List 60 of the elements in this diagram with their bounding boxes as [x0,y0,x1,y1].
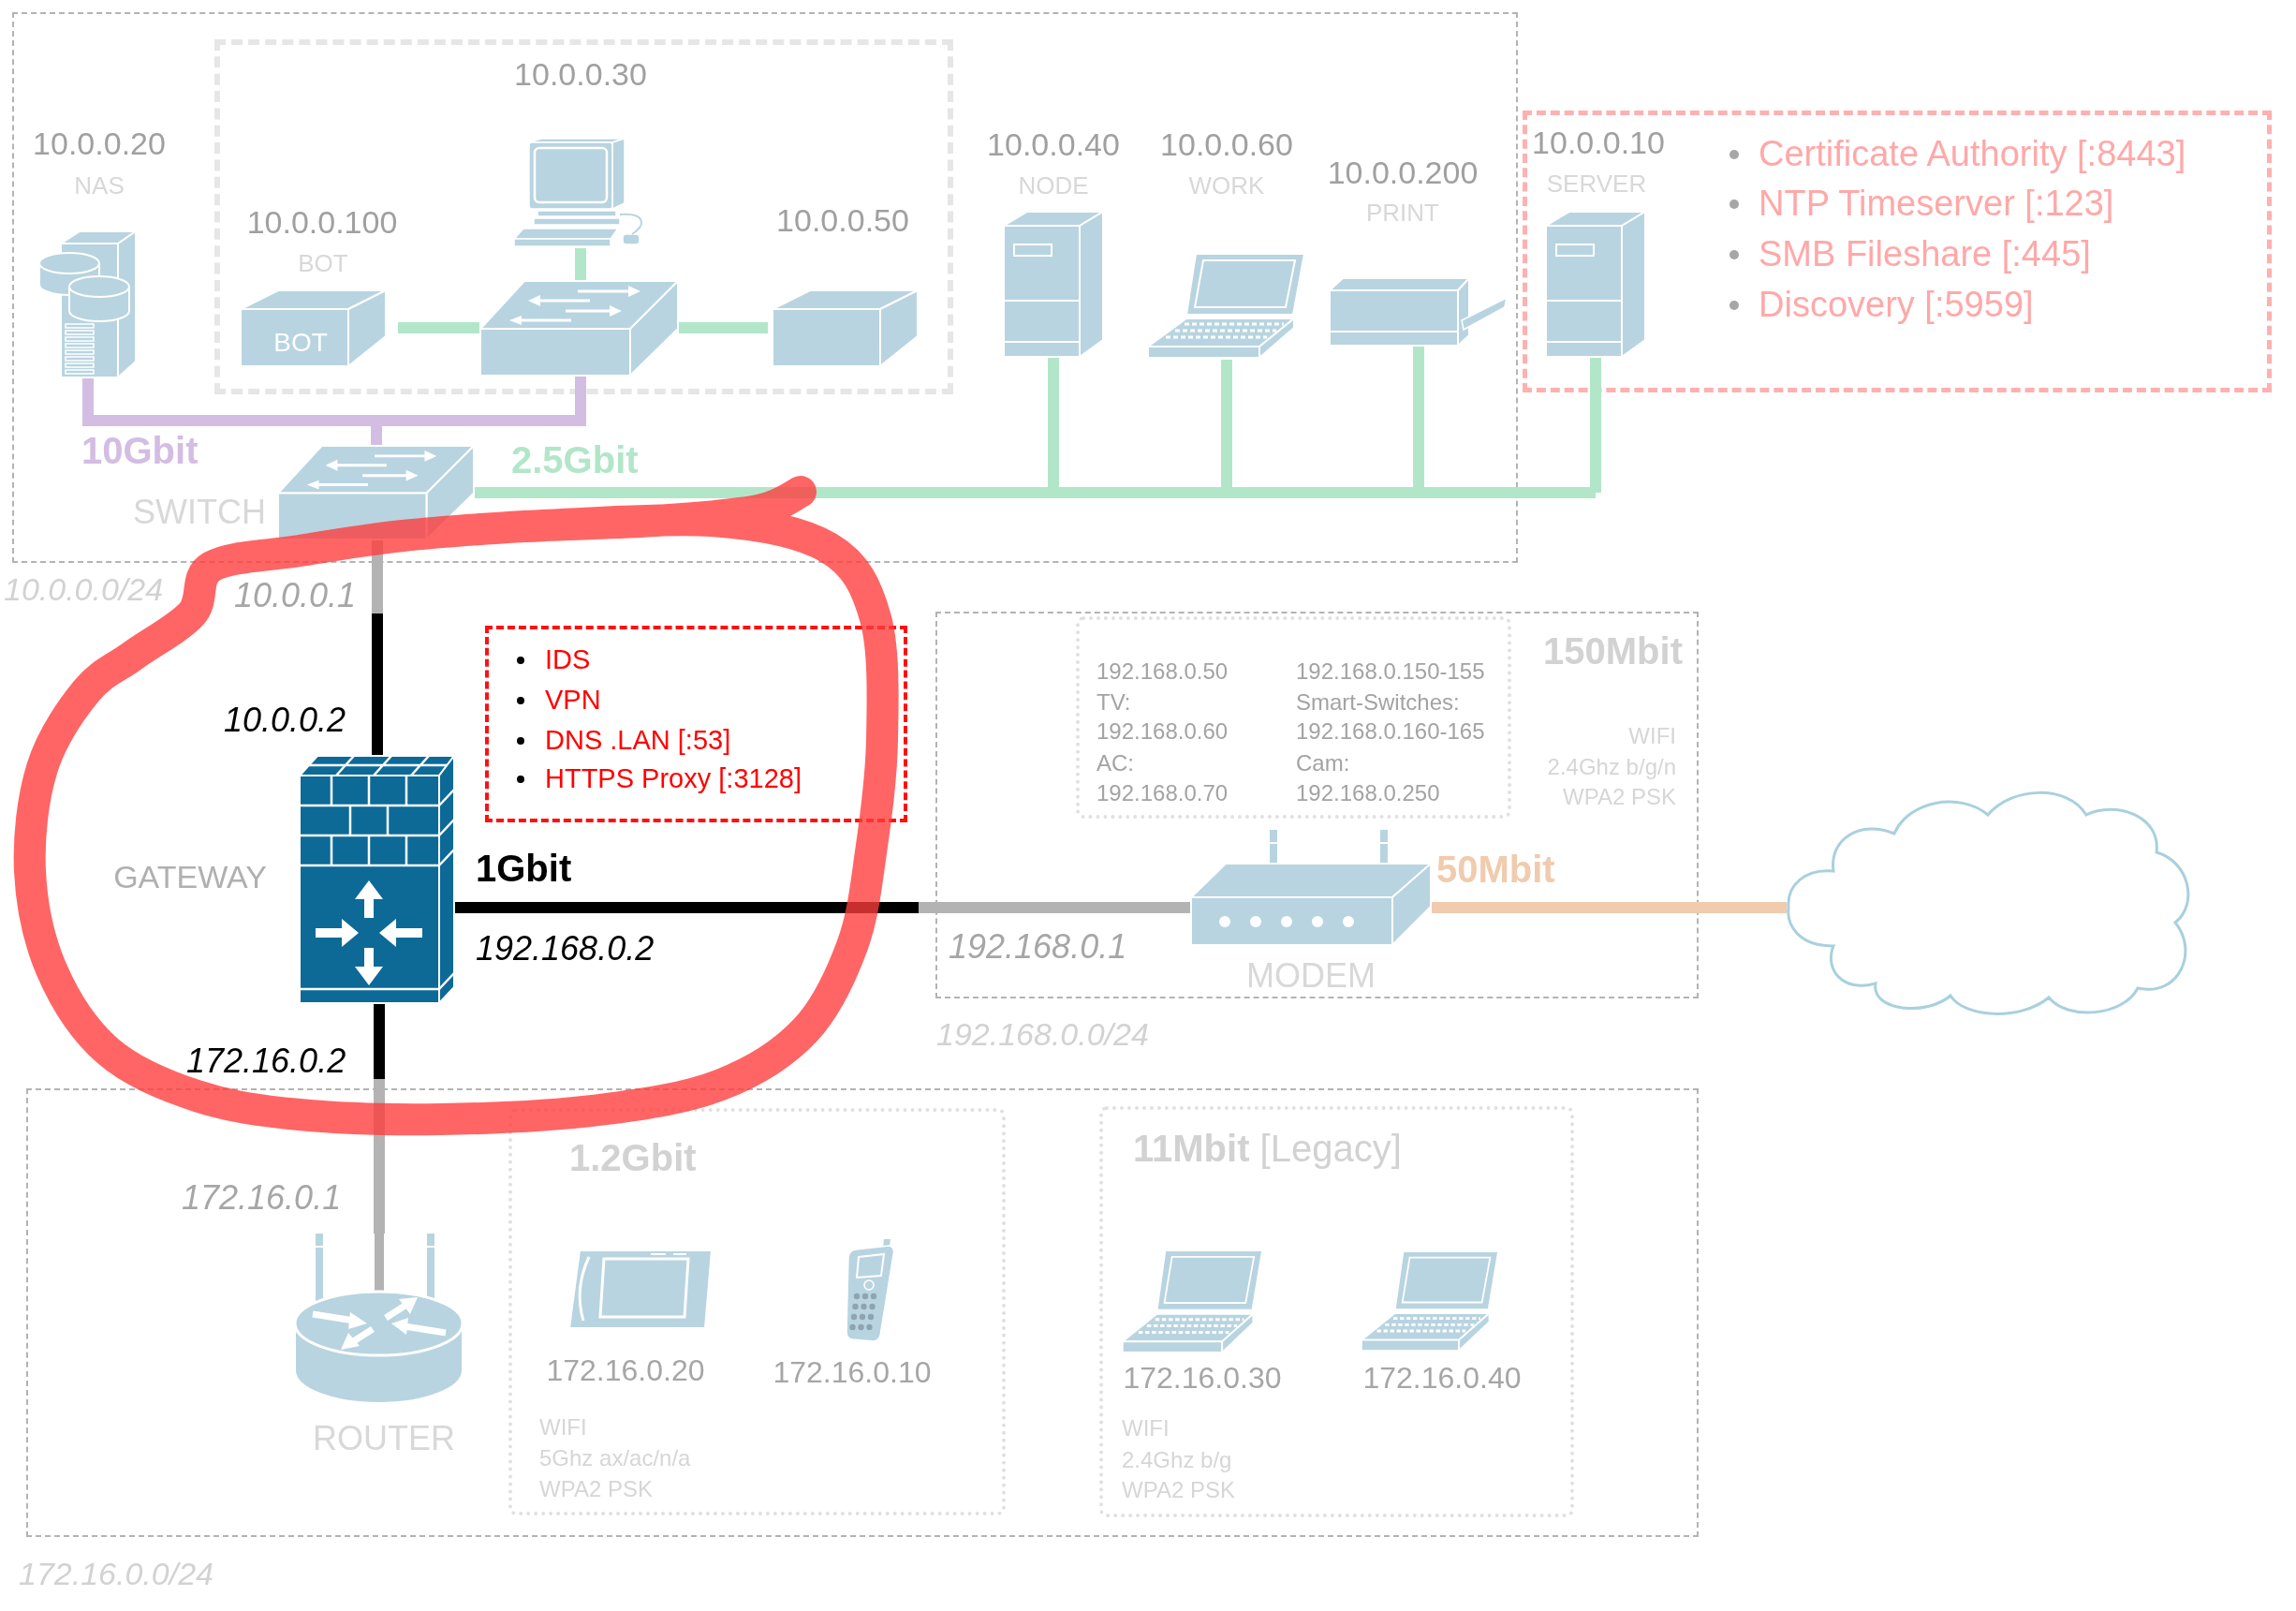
interface-ip: 172.16.0.2 [186,1042,346,1081]
subnet-zone [26,1088,1699,1537]
network-link [374,1004,385,1234]
ip-address: 172.16.0.30 [1123,1360,1282,1396]
device-address: Smart-Switches: [1296,689,1460,716]
ip-address: 172.16.0.10 [773,1354,932,1390]
network-link [1590,358,1601,493]
ip-address: 10.0.0.100 [246,204,398,242]
box-label: BOT [273,327,328,359]
service-item: Certificate Authority [:8443] [1759,134,2186,175]
services-panel [1523,111,2272,392]
device-address: 192.168.0.250 [1296,780,1440,806]
network-link [679,322,768,333]
network-link [575,248,586,280]
interface-ip: 192.168.0.1 [949,927,1127,967]
device-name: GATEWAY [113,859,267,896]
subnet-zone [12,12,1518,563]
services-panel [485,626,907,822]
interface-ip: 192.168.0.2 [476,929,655,968]
service-item: VPN [545,685,601,717]
wifi-zone [508,1108,1006,1515]
device-address: 192.168.0.60 [1096,718,1229,745]
network-link [455,902,1190,913]
ip-address: 10.0.0.20 [33,126,166,163]
network-link [1432,902,1787,913]
network-link [398,322,479,333]
subnet-zone [935,612,1699,998]
ip-address: 10.0.0.60 [1160,126,1293,164]
service-item: HTTPS Proxy [:3128] [545,763,802,795]
device-group [214,39,953,394]
wifi-zone [1099,1106,1574,1517]
interface-ip: 10.0.0.1 [234,576,357,615]
device-address: 192.168.0.50 [1096,658,1229,685]
ip-address: 172.16.0.40 [1362,1360,1522,1396]
service-item: NTP Timeserver [:123] [1759,184,2114,225]
network-switch-icon [479,280,679,377]
ip-address: 10.0.0.40 [987,126,1120,164]
ip-address: 10.0.0.30 [514,56,647,94]
edge-label: 2.5Gbit [511,438,639,481]
device-address: 192.168.0.150-155 [1296,658,1485,685]
device-address: AC: [1096,750,1134,776]
service-item: IDS [545,644,591,676]
ip-address: 10.0.0.50 [776,202,909,240]
ip-address: 10.0.0.10 [1532,125,1665,162]
device-address: 192.168.0.70 [1096,780,1229,806]
device-address: TV: [1096,689,1131,716]
interface-ip: 10.0.0.2 [224,701,346,740]
service-item: SMB Fileshare [:445] [1759,234,2091,275]
interface-ip: 172.16.0.1 [182,1178,342,1218]
edge-label: 1Gbit [476,847,572,890]
edge-label: 50Mbit [1436,848,1555,891]
service-item: Discovery [:5959] [1759,285,2034,326]
device-address: Cam: [1296,750,1350,776]
ip-address: 172.16.0.20 [546,1352,705,1388]
ip-address: 10.0.0.200 [1327,155,1479,192]
device-address: 192.168.0.160-165 [1296,718,1485,745]
network-link [376,377,586,426]
service-item: DNS .LAN [:53] [545,725,731,757]
device-list-panel [1076,616,1511,819]
network-link [475,487,1596,498]
